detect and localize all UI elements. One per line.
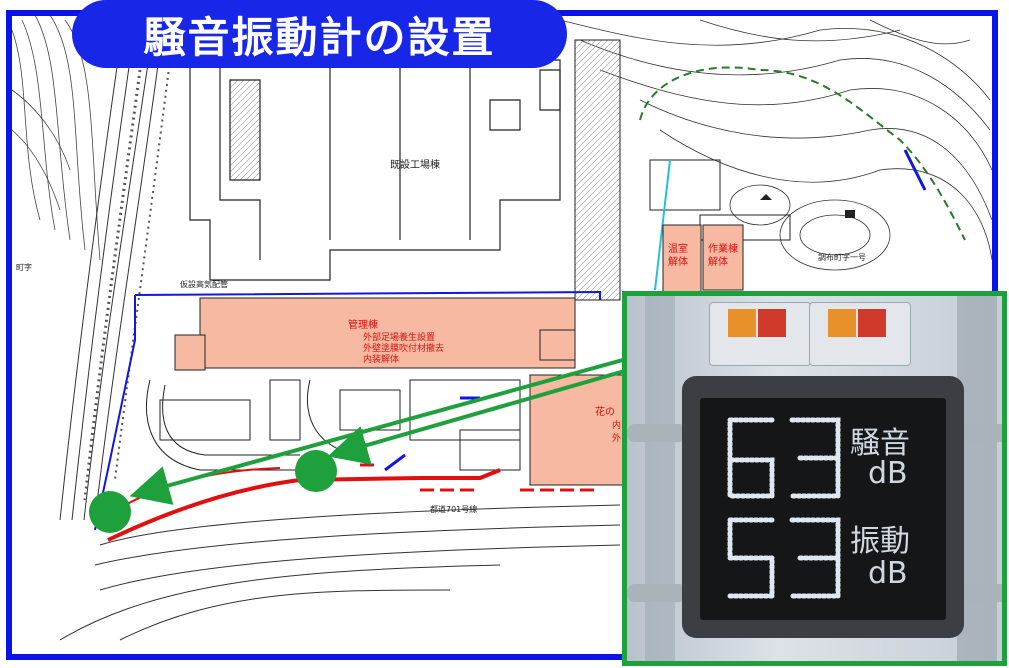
workshop-building [702, 224, 744, 291]
svg-text:管理棟: 管理棟 [348, 318, 378, 331]
svg-text:解体: 解体 [708, 255, 728, 268]
svg-text:町字: 町字 [16, 262, 32, 272]
led-digits [727, 417, 841, 599]
meter-photo-inset: 63 53 騒音 dB 振動 dB [622, 291, 1007, 666]
svg-text:仮設高気配管: 仮設高気配管 [180, 279, 228, 289]
right-buildings [574, 39, 791, 301]
svg-text:花の: 花の [595, 405, 615, 418]
meter-location-marker-2 [295, 450, 337, 492]
contour-lines-right [559, 19, 993, 271]
noise-unit: dB [868, 456, 908, 491]
svg-text:都道701号線: 都道701号線 [430, 504, 477, 514]
meter-display-housing: 63 53 騒音 dB 振動 dB [682, 376, 964, 638]
svg-text:調布町字一号: 調布町字一号 [818, 252, 866, 262]
meter-location-marker-1 [89, 491, 131, 533]
site-boundary-dashed [639, 66, 966, 241]
svg-text:外部足場養生設置: 外部足場養生設置 [363, 331, 435, 343]
vibration-unit: dB [868, 556, 908, 591]
warning-lamp-right [809, 302, 911, 366]
slide-title-text: 騒音振動計の設置 [143, 12, 496, 62]
vibration-value: 53 [700, 508, 719, 527]
admin-building [199, 297, 576, 369]
svg-text:外: 外 [612, 432, 621, 444]
greenhouse-building [662, 224, 702, 296]
svg-text:内: 内 [612, 419, 621, 431]
courtyard-structures [146, 329, 576, 471]
svg-text:温室: 温室 [668, 242, 688, 255]
svg-text:外壁塗膜吹付材撤去: 外壁塗膜吹付材撤去 [363, 342, 444, 354]
svg-text:作業棟: 作業棟 [708, 242, 738, 255]
existing-factory-label: 既設工場棟 [390, 158, 440, 171]
slide-title: 騒音振動計の設置 [72, 0, 567, 68]
led-screen: 63 53 騒音 dB 振動 dB [700, 398, 946, 620]
existing-factory-outline [189, 59, 561, 281]
noise-value: 63 [700, 398, 719, 417]
road-lines [59, 49, 621, 641]
pointer-arrow-left [129, 356, 631, 505]
vibration-label: 振動 [850, 524, 910, 559]
svg-text:内装解体: 内装解体 [363, 353, 399, 365]
warning-lamp-left [709, 302, 811, 366]
pointer-arrow-right [327, 366, 636, 465]
svg-text:解体: 解体 [668, 255, 688, 268]
noise-label: 騒音 [850, 426, 910, 461]
